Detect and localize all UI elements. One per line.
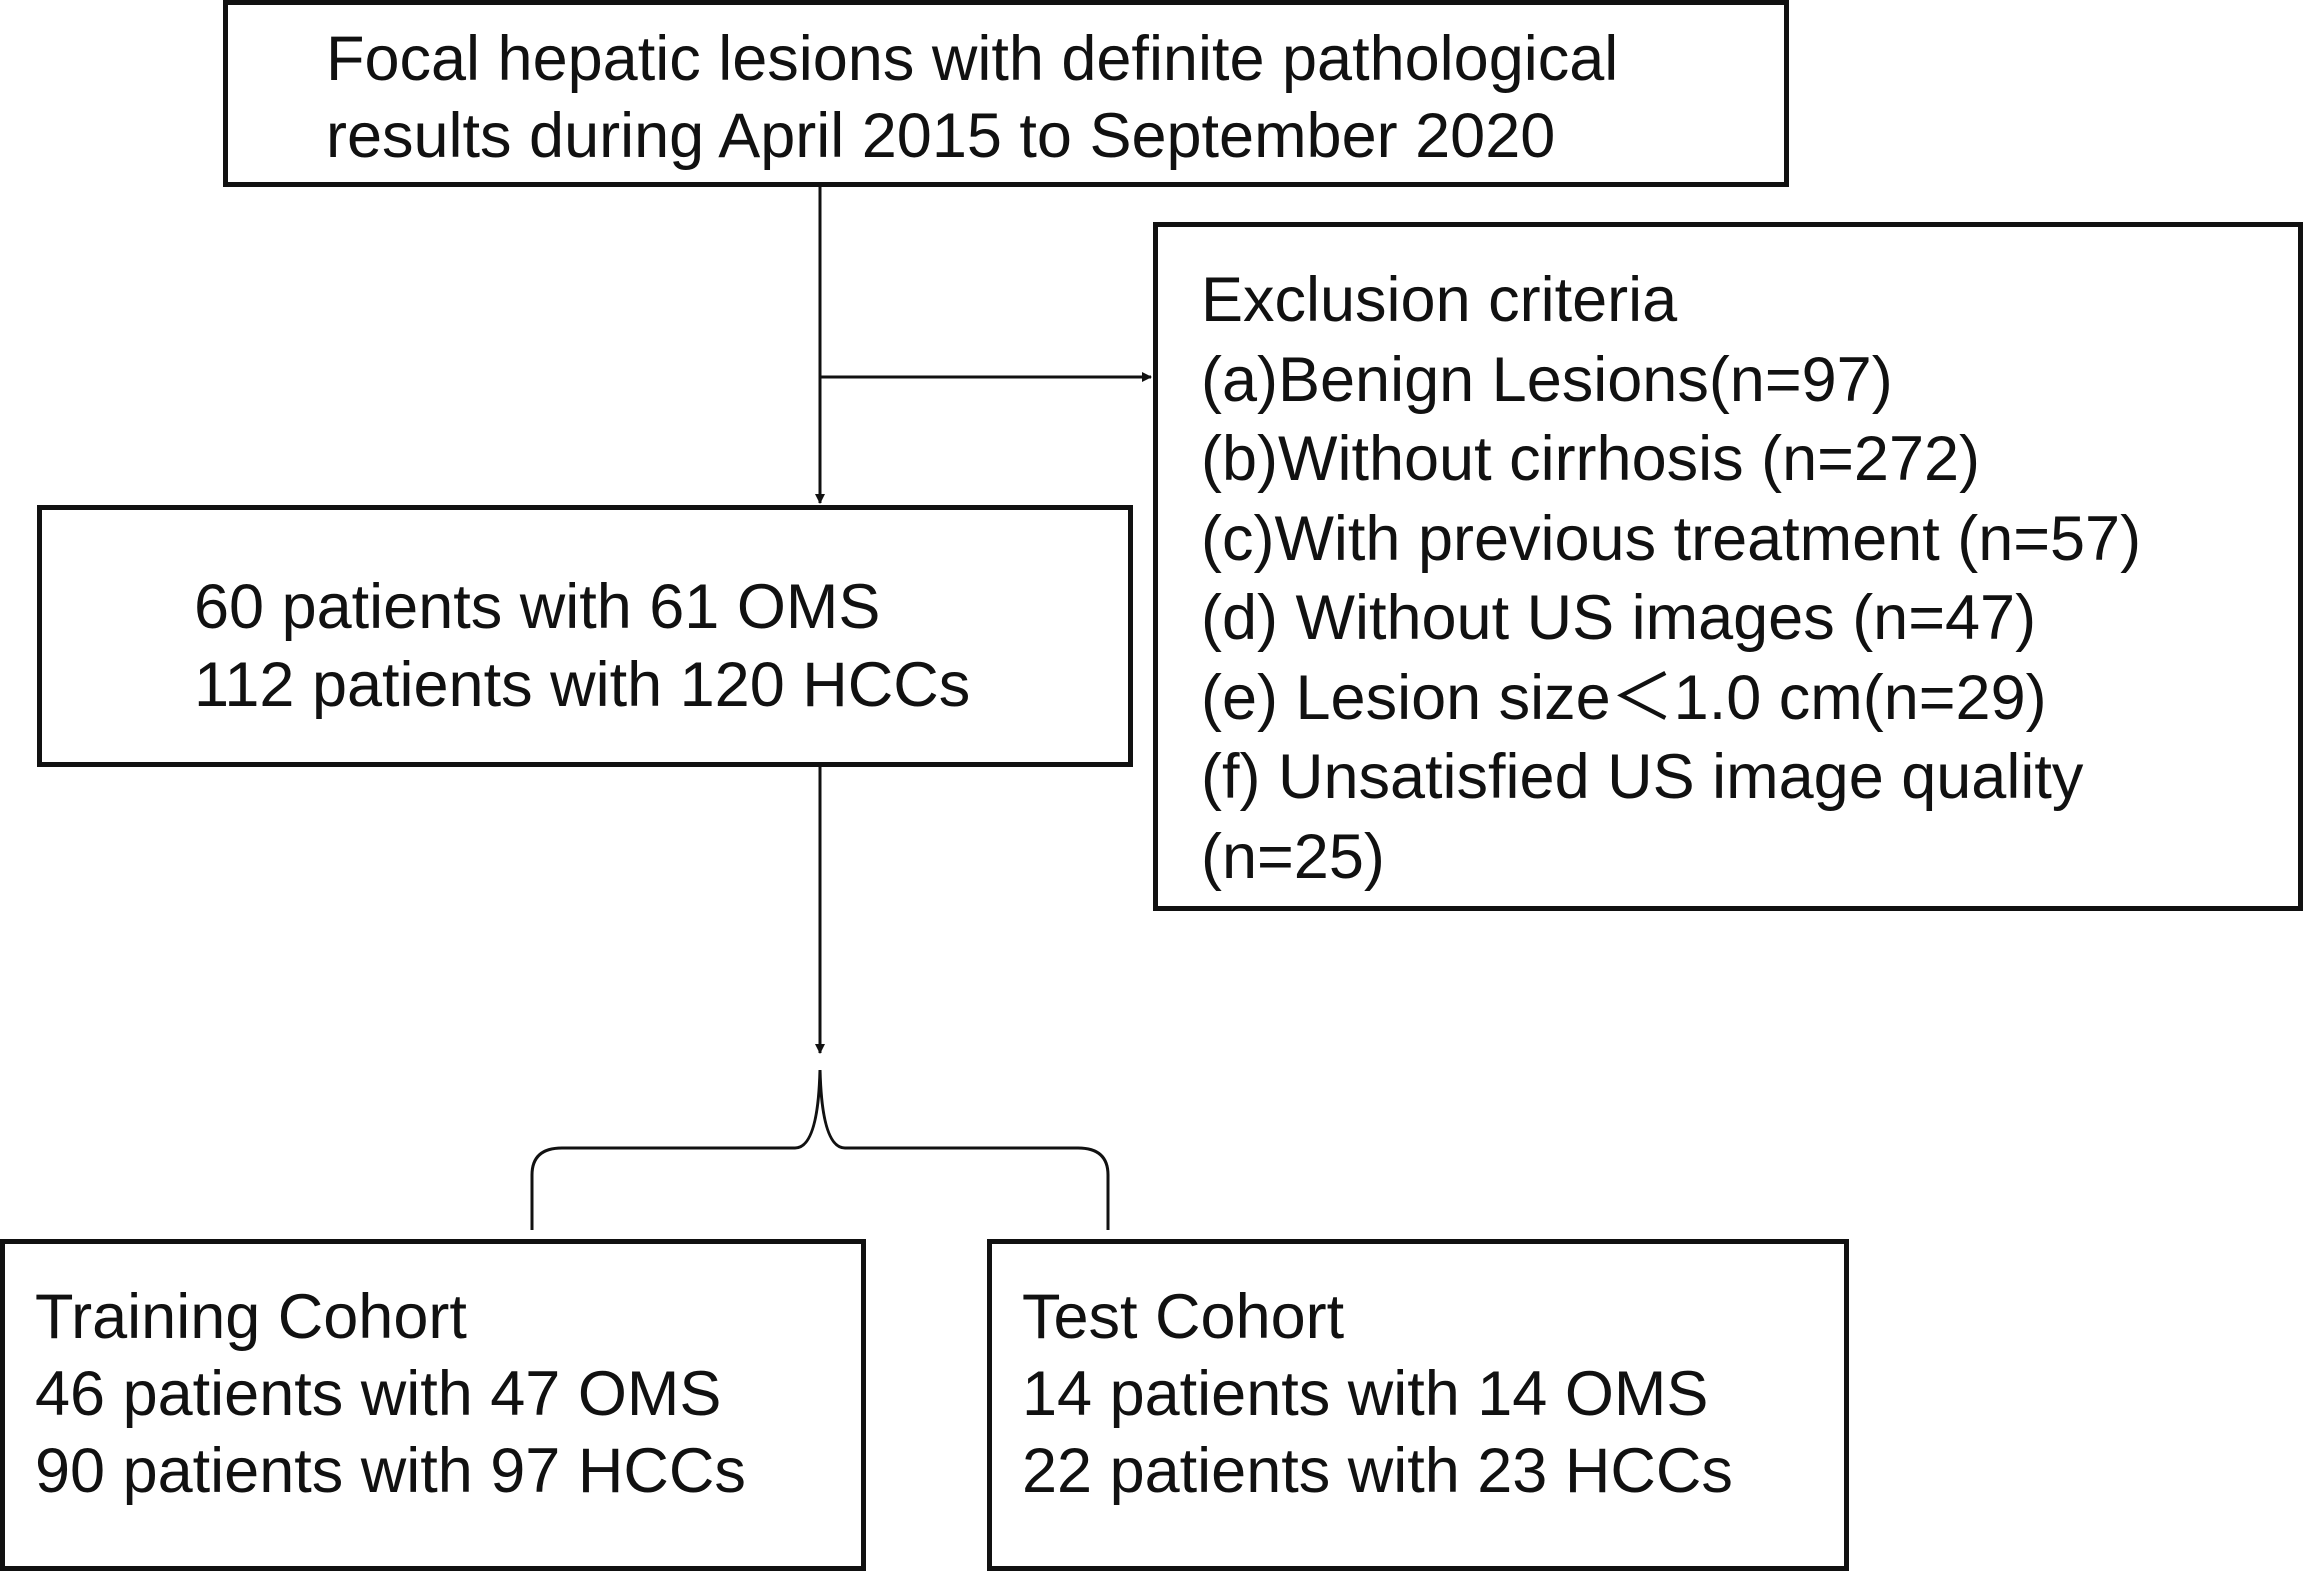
exclusion-item-a: (a)Benign Lesions(n=97) (1201, 344, 1893, 415)
test-cohort-title: Test Cohort (1022, 1282, 1345, 1352)
exclusion-item-f: (f) Unsatisfied US image quality (1201, 742, 2084, 812)
included-patients-box: 60 patients with 61 OMS 112 patients wit… (37, 505, 1133, 767)
source-population-box: Focal hepatic lesions with definite path… (223, 0, 1789, 187)
training-hcc-line: 90 patients with 97 HCCs (35, 1436, 746, 1506)
test-hcc-line: 22 patients with 23 HCCs (1022, 1436, 1733, 1506)
training-cohort-box: Training Cohort 46 patients with 47 OMS … (0, 1239, 866, 1571)
included-hcc-line: 112 patients with 120 HCCs (194, 650, 971, 720)
exclusion-item-f-count: (n=25) (1201, 821, 1385, 892)
training-cohort-title: Training Cohort (35, 1282, 467, 1352)
included-oms-line: 60 patients with 61 OMS (194, 572, 881, 642)
exclusion-item-c: (c)With previous treatment (n=57) (1201, 503, 2142, 574)
test-cohort-box: Test Cohort 14 patients with 14 OMS 22 p… (987, 1239, 1849, 1571)
exclusion-item-b: (b)Without cirrhosis (n=272) (1201, 424, 1981, 494)
exclusion-criteria-title: Exclusion criteria (1201, 265, 1678, 335)
source-population-line-2: results during April 2015 to September 2… (326, 101, 1556, 171)
exclusion-criteria-box: Exclusion criteria (a)Benign Lesions(n=9… (1153, 222, 2303, 911)
split-brace (530, 1069, 1110, 1230)
exclusion-item-d: (d) Without US images (n=47) (1201, 583, 2037, 653)
source-population-line-1: Focal hepatic lesions with definite path… (326, 24, 1619, 94)
test-oms-line: 14 patients with 14 OMS (1022, 1359, 1709, 1429)
exclusion-item-e: (e) Lesion size＜1.0 cm(n=29) (1201, 662, 2047, 733)
training-oms-line: 46 patients with 47 OMS (35, 1359, 722, 1429)
